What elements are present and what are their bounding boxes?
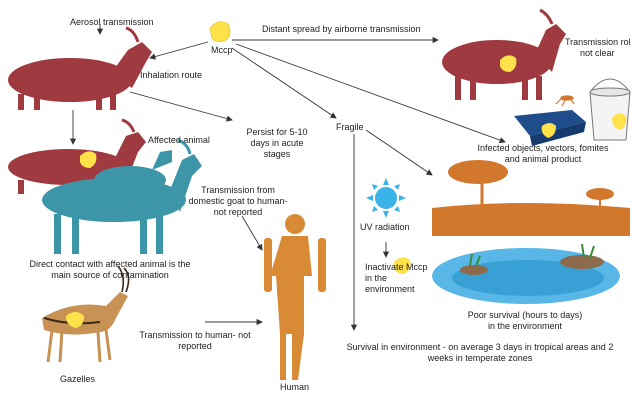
goat-human-label-line1: Transmission from — [178, 185, 298, 196]
insect-vector-icon — [556, 96, 574, 106]
arrow-fragile-landscape — [366, 130, 432, 175]
gazelles-label: Gazelles — [60, 374, 95, 385]
arrow-mccp-fragile — [232, 48, 336, 118]
fomites-label-line2: and animal product — [468, 154, 618, 165]
direct-contact-label-line1: Direct contact with affected animal is t… — [10, 259, 210, 270]
feeding-trough-icon — [514, 110, 586, 146]
infected-goat-icon — [8, 28, 152, 110]
persist-label-line3: stages — [242, 149, 312, 160]
persist-label-line1: Persist for 5-10 — [242, 127, 312, 138]
mccp-bacterium-icon — [210, 22, 230, 42]
survival-environment-label-line2: weeks in temperate zones — [340, 353, 620, 364]
uv-sun-icon — [366, 178, 406, 218]
inactivate-label-line3: environment — [365, 284, 415, 295]
distant-spread-label: Distant spread by airborne transmission — [262, 24, 421, 35]
inhalation-route-label: Inhalation route — [140, 70, 202, 81]
bucket-icon — [590, 79, 630, 140]
direct-contact-label-line2: main source of contamination — [10, 270, 210, 281]
human-label: Human — [280, 382, 309, 393]
poor-survival-label-line1: Poor survival (hours to days) — [450, 310, 600, 321]
goat-human-label-line2: domestic goat to human- — [178, 196, 298, 207]
mccp-label: Mccp — [211, 45, 233, 56]
survival-environment-label-line1: Survival in environment - on average 3 d… — [340, 342, 620, 353]
fragile-label: Fragile — [336, 122, 364, 133]
transmission-role-label-line2: not clear — [580, 48, 615, 59]
gazelle-human-label-line1: Transmission to human- not — [130, 330, 260, 341]
savanna-landscape-icon — [432, 160, 630, 236]
persist-label-line2: days in acute — [242, 138, 312, 149]
gazelle-human-label-line2: reported — [130, 341, 260, 352]
transmission-role-label-line1: Transmission rol — [565, 37, 631, 48]
pond-icon — [432, 244, 620, 304]
affected-animal-label: Affected animal — [148, 135, 210, 146]
fomites-label-line1: Infected objects, vectors, fomites — [468, 143, 618, 154]
uv-radiation-label: UV radiation — [360, 222, 410, 233]
distant-goat-icon — [442, 10, 566, 100]
inactivate-label-line1: Inactivate Mccp — [365, 262, 428, 273]
human-figure-icon — [264, 214, 326, 380]
arrow-goat-persist — [130, 92, 232, 120]
arrow-mccp-to-goat — [150, 42, 208, 58]
arrow-goat-human — [242, 216, 262, 250]
poor-survival-label-line2: in the environment — [450, 321, 600, 332]
goat-human-label-line3: not reported — [178, 207, 298, 218]
aerosol-transmission-label: Aerosol transmission — [70, 17, 154, 28]
inactivate-label-line2: in the — [365, 273, 387, 284]
